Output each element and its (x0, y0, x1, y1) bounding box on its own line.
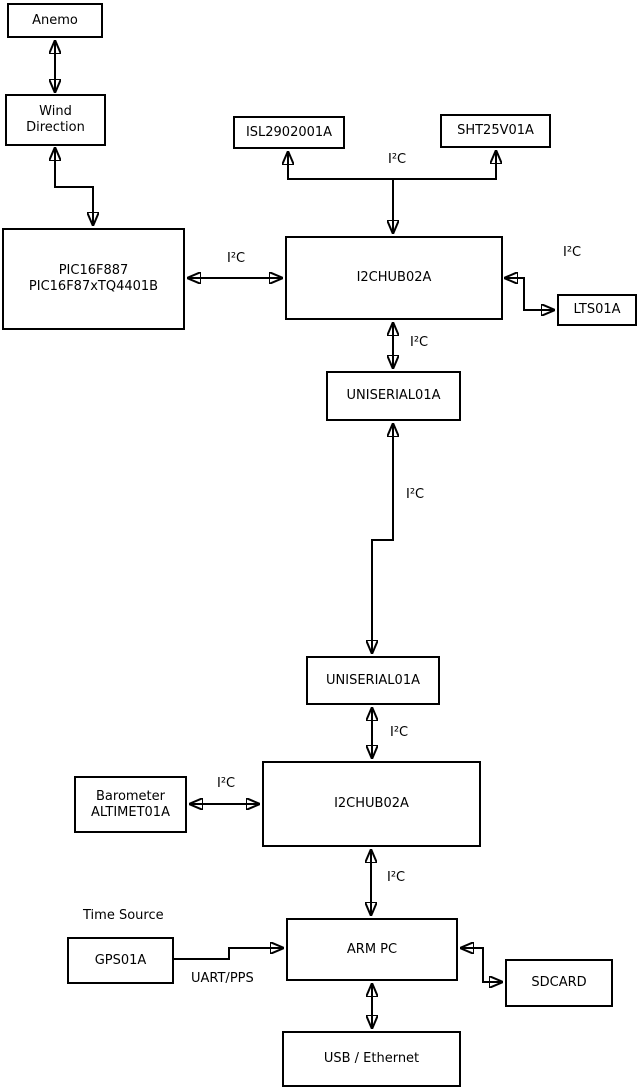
box-anemo-label: Anemo (32, 12, 78, 28)
box-pic16f887-line1: PIC16F887 (58, 263, 129, 278)
box-wind-direction: Wind Direction (5, 94, 106, 146)
edge-uniserial1-uniserial2 (372, 424, 393, 653)
label-i2c-sensors-bus: I²C (388, 152, 407, 167)
box-uniserial01a-bottom-label: UNISERIAL01A (326, 672, 420, 688)
box-pic16f887-line2: PIC16F87xTQ4401B (28, 279, 159, 294)
box-i2chub02a-top-label: I2CHUB02A (356, 270, 432, 285)
label-i2c-uniserial-hub2: I²C (390, 725, 409, 740)
box-usb-ethernet: USB / Ethernet (282, 1031, 461, 1087)
box-sdcard-label: SDCARD (531, 975, 587, 990)
box-gps01a-label: GPS01A (94, 952, 147, 968)
box-barometer-altimet01a: Barometer ALTIMET01A (74, 776, 187, 833)
box-usb-ethernet-label: USB / Ethernet (323, 1051, 420, 1066)
box-lts01a-label: LTS01A (573, 302, 621, 317)
label-i2c-hub2-armpc: I²C (387, 870, 406, 885)
box-lts01a: LTS01A (557, 294, 637, 326)
edge-armpc-sdcard (461, 948, 502, 982)
box-wind-direction-line2: Direction (26, 120, 85, 135)
box-barometer-line2: ALTIMET01A (91, 804, 170, 820)
box-i2chub02a-bottom: I2CHUB02A (262, 761, 481, 847)
label-i2c-uniserial-link: I²C (406, 487, 425, 502)
box-i2chub02a-top: I2CHUB02A (285, 236, 503, 320)
box-sht25v01a-label: SHT25V01A (457, 123, 534, 138)
label-uart-pps: UART/PPS (191, 971, 254, 986)
label-i2c-barometer-hub2: I²C (217, 776, 236, 791)
box-arm-pc-label: ARM PC (346, 941, 398, 957)
box-anemo: Anemo (7, 3, 103, 38)
box-uniserial01a-top: UNISERIAL01A (326, 371, 461, 421)
box-uniserial01a-top-label: UNISERIAL01A (346, 388, 441, 403)
box-isl2902001a-label: ISL2902001A (245, 124, 333, 140)
box-barometer-line1: Barometer (96, 788, 165, 804)
label-i2c-hub-uniserial: I²C (410, 335, 429, 350)
box-arm-pc: ARM PC (286, 918, 458, 981)
box-i2chub02a-bottom-label: I2CHUB02A (334, 796, 409, 811)
label-i2c-pic-hub: I²C (227, 251, 246, 266)
edge-gps-armpc (174, 948, 283, 960)
box-uniserial01a-bottom: UNISERIAL01A (306, 656, 440, 705)
box-wind-direction-line1: Wind (39, 104, 72, 119)
box-isl2902001a: ISL2902001A (233, 116, 345, 149)
box-gps01a: GPS01A (67, 937, 174, 984)
edge-winddirection-pic (55, 148, 93, 225)
box-sht25v01a: SHT25V01A (440, 114, 551, 148)
box-sdcard: SDCARD (505, 959, 613, 1007)
label-i2c-hub-lts: I²C (563, 245, 582, 260)
label-time-source: Time Source (83, 908, 164, 923)
box-pic16f887: PIC16F887 PIC16F87xTQ4401B (2, 228, 185, 330)
edge-hub1-lts (505, 278, 554, 310)
